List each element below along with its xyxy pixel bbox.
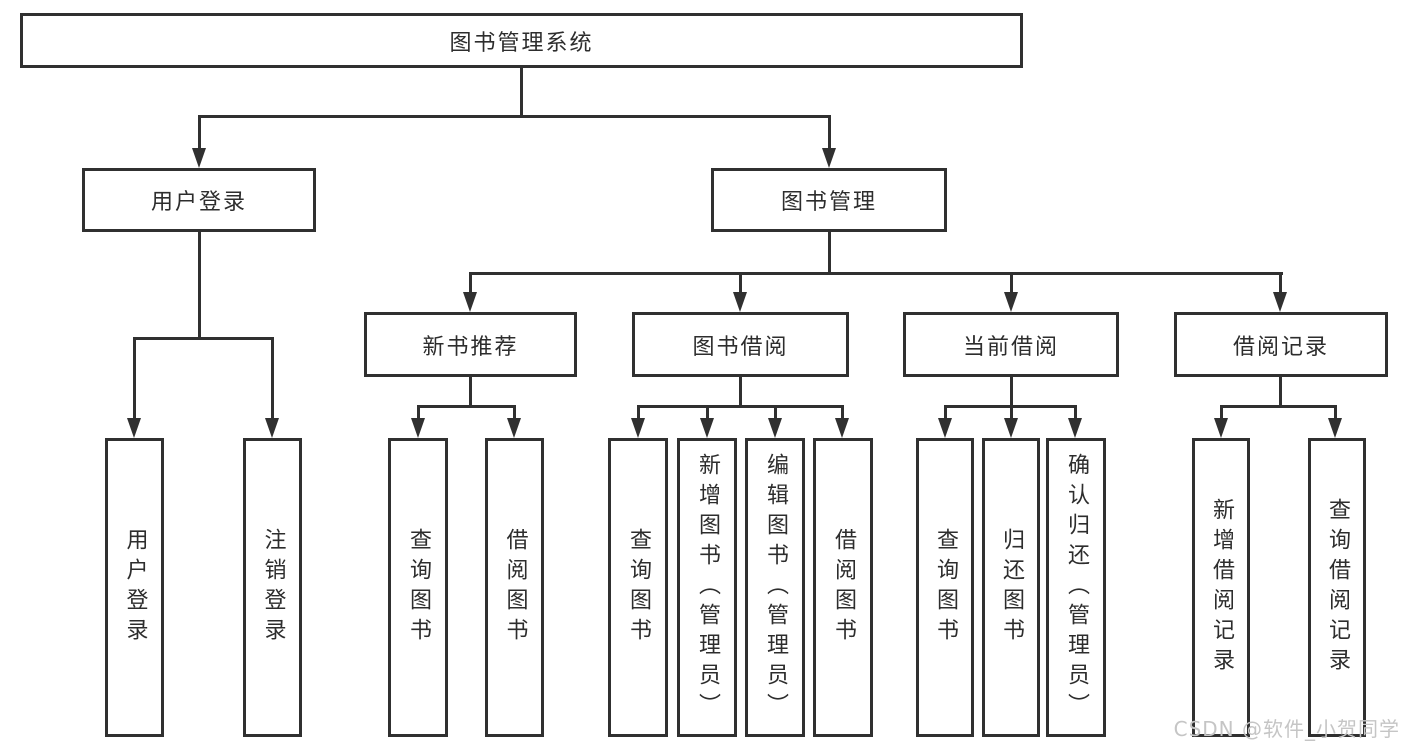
arrow-down-icon bbox=[411, 418, 425, 438]
arrow-down-icon bbox=[463, 292, 477, 312]
watermark: CSDN @软件_小贺同学 bbox=[1173, 717, 1400, 741]
connector-line bbox=[133, 337, 136, 420]
node-root: 图书管理系统 bbox=[20, 13, 1023, 68]
connector-line bbox=[944, 405, 947, 419]
arrow-down-icon bbox=[733, 292, 747, 312]
arrow-down-icon bbox=[1004, 292, 1018, 312]
node-label: 借阅图书 bbox=[831, 527, 856, 648]
leaf-query-borrow-record: 查询借阅记录 bbox=[1308, 438, 1366, 737]
arrow-down-icon bbox=[1328, 418, 1342, 438]
leaf-query-book-1: 查询图书 bbox=[388, 438, 448, 737]
connector-line bbox=[1010, 272, 1013, 297]
node-label: 查询借阅记录 bbox=[1325, 497, 1350, 678]
connector-line bbox=[417, 405, 516, 408]
connector-line bbox=[774, 405, 777, 419]
connector-line bbox=[739, 272, 742, 297]
node-label: 归还图书 bbox=[999, 527, 1024, 648]
node-user-login: 用户登录 bbox=[82, 168, 316, 232]
arrow-down-icon bbox=[631, 418, 645, 438]
connector-line bbox=[1074, 405, 1077, 419]
connector-line bbox=[513, 405, 516, 419]
node-label: 借阅图书 bbox=[502, 527, 528, 648]
arrow-down-icon bbox=[1004, 418, 1018, 438]
node-label: 图书借阅 bbox=[692, 334, 789, 360]
node-label: 用户登录 bbox=[150, 190, 247, 215]
connector-line bbox=[469, 272, 1283, 275]
arrow-down-icon bbox=[507, 418, 521, 438]
arrow-down-icon bbox=[192, 148, 206, 168]
leaf-add-book-admin: 新增图书（管理员） bbox=[677, 438, 737, 737]
arrow-down-icon bbox=[127, 418, 141, 438]
node-book-borrow: 图书借阅 bbox=[632, 312, 849, 377]
connector-line bbox=[1334, 405, 1337, 419]
leaf-borrow-book-1: 借阅图书 bbox=[485, 438, 544, 737]
node-label: 新增图书（管理员） bbox=[695, 452, 720, 723]
leaf-logout: 注销登录 bbox=[243, 438, 302, 737]
arrow-down-icon bbox=[822, 148, 836, 168]
node-label: 当前借阅 bbox=[962, 334, 1059, 360]
node-label: 查询图书 bbox=[406, 527, 431, 648]
node-label: 注销登录 bbox=[260, 527, 286, 648]
connector-line bbox=[841, 405, 844, 419]
node-label: 确认归还（管理员） bbox=[1064, 452, 1089, 723]
arrow-down-icon bbox=[700, 418, 714, 438]
connector-line bbox=[1220, 405, 1223, 419]
leaf-return-book: 归还图书 bbox=[982, 438, 1040, 737]
connector-line bbox=[417, 405, 420, 419]
node-label: 查询图书 bbox=[626, 527, 651, 648]
node-current-borrow: 当前借阅 bbox=[903, 312, 1119, 377]
leaf-confirm-return-admin: 确认归还（管理员） bbox=[1046, 438, 1106, 737]
node-label: 查询图书 bbox=[933, 527, 958, 648]
connector-line bbox=[828, 232, 831, 272]
arrow-down-icon bbox=[938, 418, 952, 438]
node-book-mgmt: 图书管理 bbox=[711, 168, 947, 232]
connector-line bbox=[469, 272, 472, 297]
node-label: 新增借阅记录 bbox=[1209, 497, 1234, 678]
connector-line bbox=[1279, 377, 1282, 405]
connector-line bbox=[1220, 405, 1337, 408]
connector-line bbox=[271, 337, 274, 420]
connector-line bbox=[198, 232, 201, 337]
connector-line bbox=[1279, 272, 1282, 297]
node-new-book-rec: 新书推荐 bbox=[364, 312, 577, 377]
connector-line bbox=[469, 377, 472, 405]
connector-line bbox=[828, 115, 831, 150]
leaf-borrow-book-2: 借阅图书 bbox=[813, 438, 873, 737]
leaf-user-login: 用户登录 bbox=[105, 438, 164, 737]
connector-line bbox=[706, 405, 709, 419]
leaf-edit-book-admin: 编辑图书（管理员） bbox=[745, 438, 805, 737]
arrow-down-icon bbox=[835, 418, 849, 438]
connector-line bbox=[198, 115, 201, 150]
arrow-down-icon bbox=[1068, 418, 1082, 438]
connector-line bbox=[198, 115, 831, 118]
connector-line bbox=[1010, 405, 1013, 419]
arrow-down-icon bbox=[265, 418, 279, 438]
connector-line bbox=[520, 68, 523, 118]
node-label: 图书管理 bbox=[780, 190, 877, 215]
node-label: 新书推荐 bbox=[422, 334, 519, 360]
leaf-query-book-3: 查询图书 bbox=[916, 438, 974, 737]
connector-line bbox=[739, 377, 742, 405]
node-borrow-records: 借阅记录 bbox=[1174, 312, 1388, 377]
node-label: 编辑图书（管理员） bbox=[763, 452, 788, 723]
leaf-add-borrow-record: 新增借阅记录 bbox=[1192, 438, 1250, 737]
node-label: 图书管理系统 bbox=[449, 30, 594, 56]
connector-line bbox=[637, 405, 640, 419]
arrow-down-icon bbox=[1273, 292, 1287, 312]
arrow-down-icon bbox=[1214, 418, 1228, 438]
connector-line bbox=[1010, 377, 1013, 405]
node-label: 用户登录 bbox=[122, 527, 148, 648]
connector-line bbox=[637, 405, 844, 408]
leaf-query-book-2: 查询图书 bbox=[608, 438, 668, 737]
arrow-down-icon bbox=[768, 418, 782, 438]
connector-line bbox=[133, 337, 274, 340]
node-label: 借阅记录 bbox=[1232, 334, 1329, 360]
